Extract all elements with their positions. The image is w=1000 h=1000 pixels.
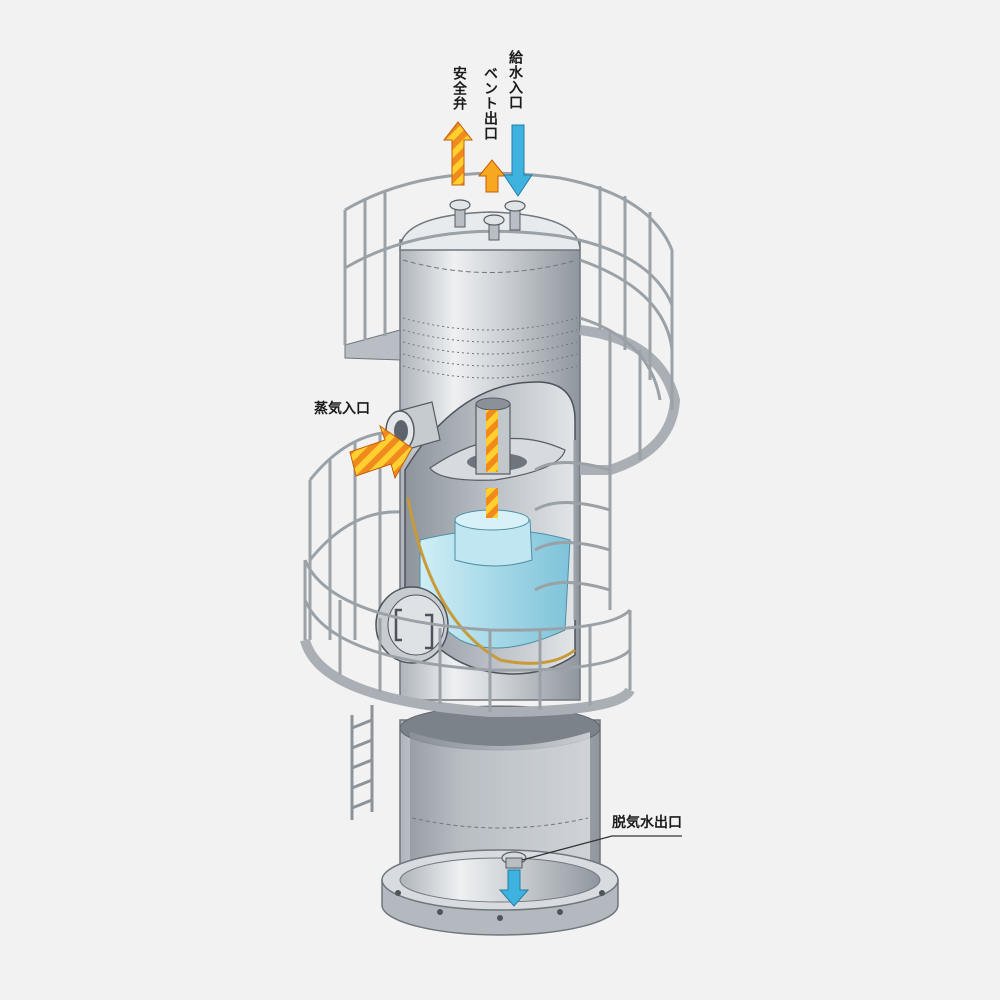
base-flange [381,849,619,936]
outlet-nozzle [501,851,527,869]
safety-valve-arrow-icon [442,121,474,186]
cage-ladder [534,440,612,620]
lower-platform-back-railing [308,430,401,640]
ladder [350,705,374,820]
lower-platform-front-railing [303,559,632,712]
feedwater-arrow-icon [503,124,533,197]
vent-outlet-label: ベント出口 [482,66,498,141]
deaerated-water-outlet-label: 脱気水出口 [612,815,682,831]
outlet-arrow-icon [498,869,530,907]
vent-arrow-icon [477,159,507,193]
safety-valve-label: 安全弁 [451,66,467,111]
steam-inlet-label: 蒸気入口 [314,401,370,417]
top-nozzles [449,199,526,241]
steam-inlet-arrow-icon [349,424,413,480]
manhole [375,586,449,664]
feedwater-inlet-label: 給水入口 [507,50,523,110]
upper-platform-railing [343,171,674,470]
upper-platform [344,325,681,475]
outlet-leader-line [521,835,682,861]
